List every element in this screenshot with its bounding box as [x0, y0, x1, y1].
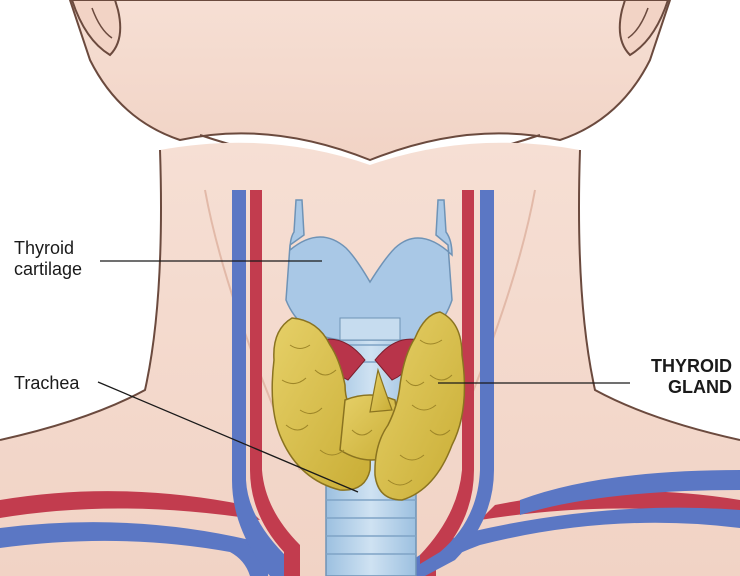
head: [70, 0, 670, 168]
trachea-label-text: Trachea: [14, 373, 79, 393]
thyroid-cartilage-label: Thyroid cartilage: [14, 238, 82, 280]
thyroid-cartilage-label-line2: cartilage: [14, 259, 82, 280]
thyroid-cartilage-label-line1: Thyroid: [14, 238, 82, 259]
thyroid-gland-label-line1: THYROID: [651, 356, 732, 377]
thyroid-gland-label-line2: GLAND: [651, 377, 732, 398]
trachea-label: Trachea: [14, 373, 79, 394]
thyroid-gland-label: THYROID GLAND: [651, 356, 732, 398]
